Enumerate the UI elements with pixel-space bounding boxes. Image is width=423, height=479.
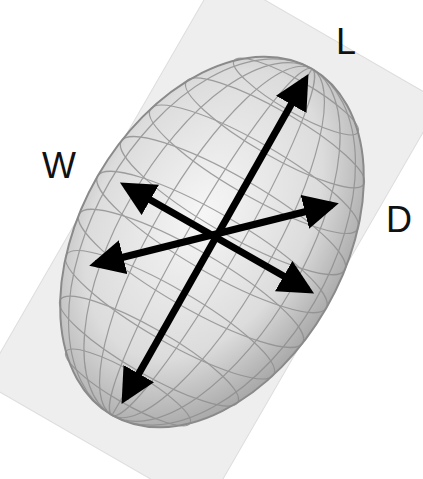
- depth-arrow: [96, 205, 332, 264]
- longitude-line: [112, 69, 312, 415]
- dimension-label: D: [386, 202, 412, 238]
- longitude-line: [9, 9, 415, 474]
- longitude-line: [61, 39, 364, 445]
- ellipsoid-grid: [0, 3, 423, 479]
- dimension-label: L: [336, 24, 356, 60]
- dimension-arrows: [96, 80, 332, 398]
- ellipsoid-body: [0, 3, 423, 479]
- dimension-label: W: [42, 148, 76, 184]
- longitude-line: [32, 23, 392, 462]
- width-arrow: [126, 186, 308, 290]
- longitude-line: [89, 56, 335, 429]
